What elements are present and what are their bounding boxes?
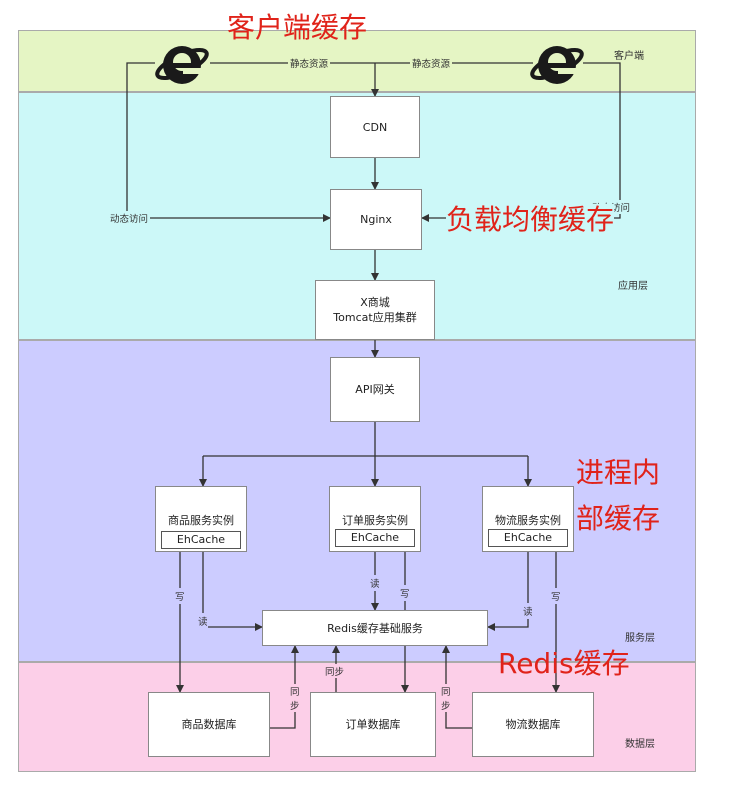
load-balancer-cache-annotation: 负载均衡缓存 bbox=[446, 203, 615, 237]
static-resource-label-left: 静态资源 bbox=[288, 56, 331, 70]
in-process-cache-annotation-line2: 部缓存 bbox=[576, 502, 661, 535]
tomcat-label-line2: Tomcat应用集群 bbox=[333, 311, 417, 324]
redis-service-node: Redis缓存基础服务 bbox=[262, 610, 488, 646]
static-resource-label-right: 静态资源 bbox=[410, 56, 453, 70]
ie-browser-icon bbox=[153, 38, 211, 88]
ie-browser-icon bbox=[528, 38, 586, 88]
api-gateway-label: API网关 bbox=[355, 383, 395, 396]
tomcat-label-line1: X商城 bbox=[360, 296, 390, 309]
read-label-logistics: 读 bbox=[523, 603, 533, 619]
in-process-cache-annotation-line1: 进程内 bbox=[576, 456, 661, 489]
tomcat-node: X商城 Tomcat应用集群 bbox=[315, 280, 435, 340]
dynamic-access-label-left: 动态访问 bbox=[108, 211, 151, 225]
sync-label-logistics-1: 同 bbox=[441, 684, 451, 698]
sync-label-product-1: 同 bbox=[290, 684, 300, 698]
logistics-db-label: 物流数据库 bbox=[505, 718, 561, 731]
cdn-label: CDN bbox=[362, 120, 388, 134]
order-ehcache: EhCache bbox=[335, 529, 415, 547]
app-layer-label: 应用层 bbox=[618, 281, 648, 292]
nginx-node: Nginx bbox=[330, 189, 422, 250]
api-gateway-node: API网关 bbox=[330, 357, 420, 422]
client-layer bbox=[18, 30, 696, 92]
read-label-product: 读 bbox=[198, 613, 208, 629]
product-db-label: 商品数据库 bbox=[181, 718, 237, 731]
order-service-node: 订单服务实例 EhCache bbox=[329, 486, 421, 552]
product-service-label: 商品服务实例 bbox=[168, 514, 234, 527]
sync-label-product-2: 步 bbox=[290, 698, 300, 712]
redis-cache-annotation: Redis缓存 bbox=[498, 647, 630, 680]
order-db-label: 订单数据库 bbox=[345, 718, 401, 731]
client-layer-label: 客户端 bbox=[614, 51, 644, 62]
order-db-node: 订单数据库 bbox=[310, 692, 436, 757]
product-service-node: 商品服务实例 EhCache bbox=[155, 486, 247, 552]
client-cache-annotation: 客户端缓存 bbox=[227, 11, 368, 44]
write-label-order: 写 bbox=[400, 585, 410, 601]
write-label-logistics: 写 bbox=[551, 588, 561, 604]
nginx-label: Nginx bbox=[360, 213, 392, 226]
product-ehcache: EhCache bbox=[161, 531, 241, 549]
order-service-label: 订单服务实例 bbox=[342, 514, 408, 527]
sync-label-logistics-2: 步 bbox=[441, 698, 451, 712]
sync-label-order: 同步 bbox=[323, 664, 347, 678]
redis-service-label: Redis缓存基础服务 bbox=[327, 621, 423, 635]
logistics-service-node: 物流服务实例 EhCache bbox=[482, 486, 574, 552]
cdn-node: CDN bbox=[330, 96, 420, 158]
logistics-ehcache: EhCache bbox=[488, 529, 568, 547]
service-layer-label: 服务层 bbox=[625, 633, 655, 644]
logistics-service-label: 物流服务实例 bbox=[495, 514, 561, 527]
data-layer-label: 数据层 bbox=[625, 739, 655, 750]
write-label-product: 写 bbox=[175, 588, 185, 604]
logistics-db-node: 物流数据库 bbox=[472, 692, 594, 757]
read-label-order: 读 bbox=[370, 575, 380, 591]
product-db-node: 商品数据库 bbox=[148, 692, 270, 757]
